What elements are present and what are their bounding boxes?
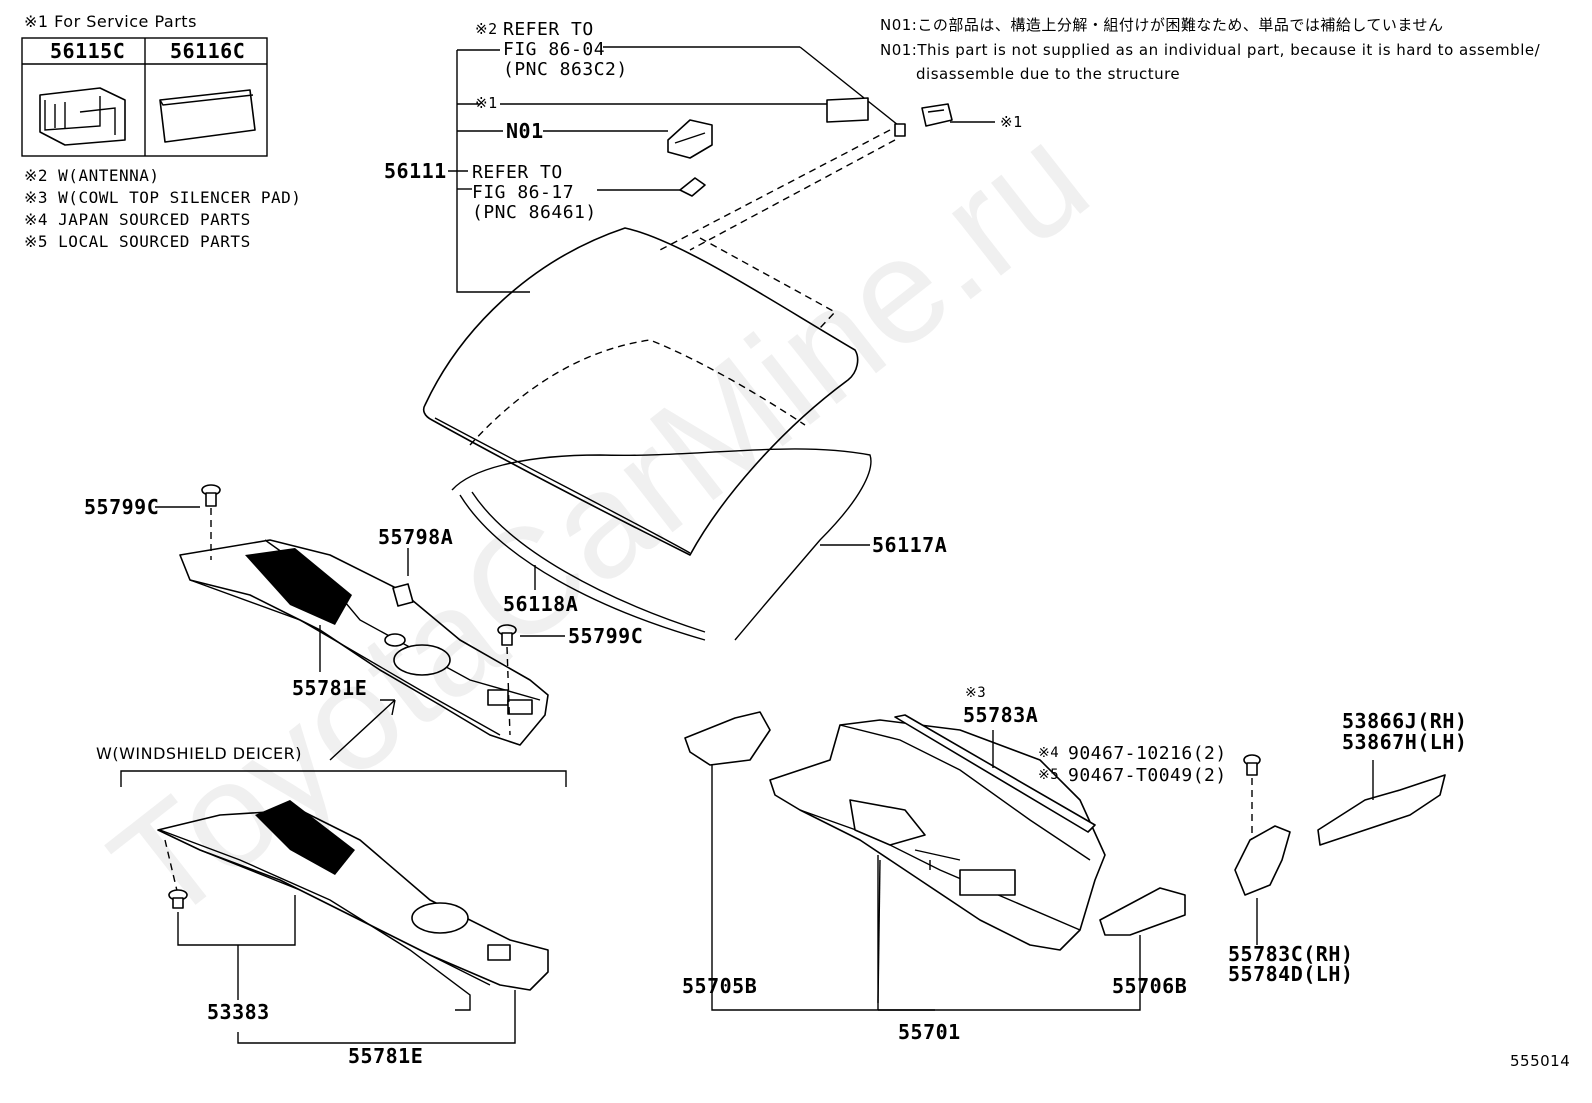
callout-55706b: 55706B <box>1112 974 1188 998</box>
clip-56115c-icon <box>39 87 126 146</box>
callout-53383: 53383 <box>207 1000 270 1024</box>
pad-56116c-icon <box>159 89 256 143</box>
legend-item: ※4 JAPAN SOURCED PARTS <box>24 210 251 229</box>
bracket-53866j-part <box>1317 774 1446 846</box>
service-part-56115c: 56115C <box>50 39 126 63</box>
note-jp: N01:この部品は、構造上分解・組付けが困難なため、単品では補給していません <box>880 16 1444 34</box>
callout-55783c: 55783C(RH) <box>1228 942 1354 966</box>
callout-mark: ※5 <box>1038 767 1060 783</box>
clip-small-part <box>894 123 906 137</box>
callout-mark: ※1 <box>1000 113 1023 131</box>
callout-deicer: W(WINDSHIELD DEICER) <box>96 744 303 763</box>
callout-55799c: 55799C <box>568 624 644 648</box>
callout-mark: ※3 <box>965 685 987 701</box>
callout-90467-10216: 90467-10216(2) <box>1068 743 1227 764</box>
service-parts-title: ※1 For Service Parts <box>24 12 197 31</box>
callout-55799c: 55799C <box>84 495 160 519</box>
clip-86461-part <box>679 177 706 197</box>
callout-refer-86-04: FIG 86-04 <box>503 39 606 60</box>
note-en-2: disassemble due to the structure <box>916 65 1181 83</box>
legend-item: ※3 W(COWL TOP SILENCER PAD) <box>24 188 302 207</box>
silencer-pad-55783a-part <box>894 714 1096 833</box>
service-part-56116c: 56116C <box>170 39 246 63</box>
callout-refer-86-17: FIG 86-17 <box>472 182 575 203</box>
clip-53383-part <box>168 889 188 909</box>
callout-90467-t0049: 90467-T0049(2) <box>1068 765 1227 786</box>
note-en-1: N01:This part is not supplied as an indi… <box>880 41 1541 59</box>
seal-55798a-part <box>392 583 414 607</box>
callout-56117a: 56117A <box>872 533 948 557</box>
figure-number: 555014 <box>1510 1052 1571 1070</box>
callout-55783a: 55783A <box>963 703 1039 727</box>
callout-55781e: 55781E <box>292 676 368 700</box>
callout-refer-86-17: REFER TO <box>472 162 563 183</box>
callout-56118a: 56118A <box>503 592 579 616</box>
callout-53866j: 53866J(RH) <box>1342 709 1468 733</box>
windshield-glass <box>422 227 872 641</box>
callout-55781e: 55781E <box>348 1044 424 1068</box>
callout-55798a: 55798A <box>378 525 454 549</box>
callout-53867h: 53867H(LH) <box>1342 730 1468 754</box>
cowl-panel-55701 <box>769 719 1106 951</box>
callout-refer-86-17: (PNC 86461) <box>472 202 597 223</box>
legend-item: ※5 LOCAL SOURCED PARTS <box>24 232 251 251</box>
antenna-pad-part <box>826 97 869 123</box>
bracket-56111 <box>448 46 995 293</box>
bracket-55705b-part <box>684 711 771 766</box>
clip-90467-part <box>1243 754 1261 776</box>
callout-56111: 56111 <box>384 159 447 183</box>
callout-refer-86-04: REFER TO <box>503 19 594 40</box>
callout-mark: ※4 <box>1038 745 1060 761</box>
bracket-55783c-part <box>1234 825 1291 896</box>
clip-55799c-mid <box>497 624 517 646</box>
bracket-55706b-part <box>1099 887 1186 936</box>
deicer-bracket <box>120 770 567 787</box>
callout-55701: 55701 <box>898 1020 961 1044</box>
callout-n01: N01 <box>506 119 544 143</box>
callout-refer-86-04: (PNC 863C2) <box>503 59 628 80</box>
callout-55705b: 55705B <box>682 974 758 998</box>
callout-mark: ※2 <box>475 20 498 38</box>
connector-n01-part <box>667 119 713 159</box>
clip-top-right-part <box>921 103 953 127</box>
cowl-panel-55781e-upper <box>179 539 549 746</box>
callout-mark: ※1 <box>475 94 498 112</box>
service-parts-table <box>21 37 268 157</box>
callout-55784d: 55784D(LH) <box>1228 962 1354 986</box>
clip-55799c-left <box>201 484 221 507</box>
legend-item: ※2 W(ANTENNA) <box>24 166 160 185</box>
cowl-panel-55781e-lower <box>157 800 549 1011</box>
